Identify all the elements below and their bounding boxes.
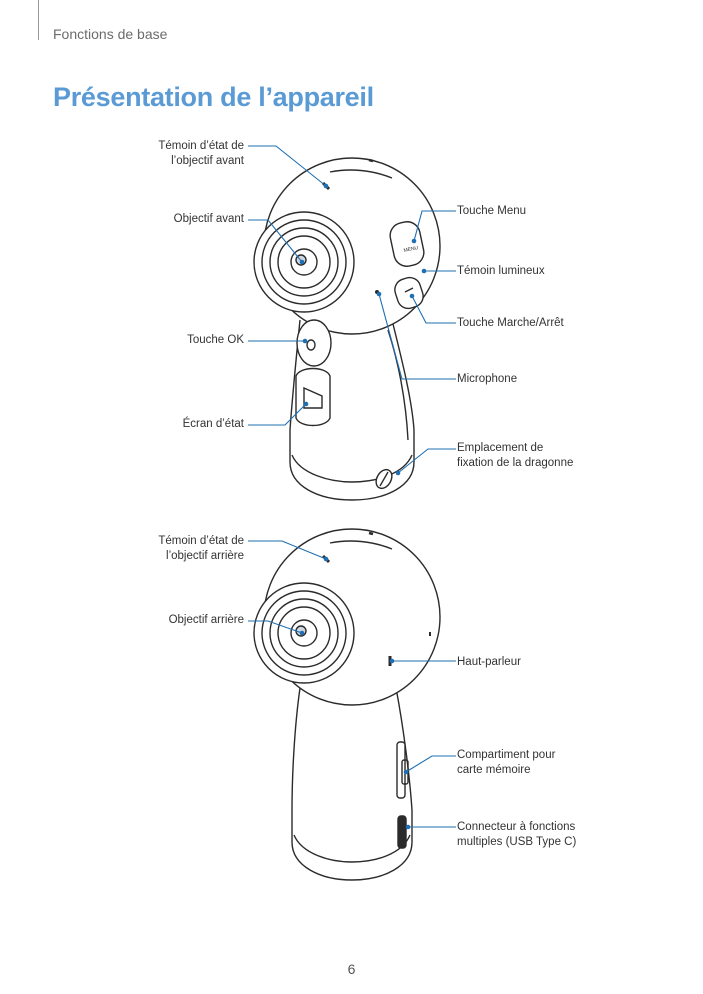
label-front-status-led: Témoin d’état de l’objectif avant xyxy=(158,140,244,167)
front-device-illustration xyxy=(253,157,441,501)
label-indicator-light: Témoin lumineux xyxy=(457,265,545,277)
label-memory-card: Compartiment pour carte mémoire xyxy=(457,749,556,776)
label-power-key: Touche Marche/Arrêt xyxy=(457,317,564,329)
label-speaker: Haut-parleur xyxy=(457,656,521,668)
menu-key-text: MENU xyxy=(403,245,419,254)
label-rear-status-led: Témoin d’état de l’objectif arrière xyxy=(158,535,244,562)
callout-lines xyxy=(248,145,456,828)
page-number: 6 xyxy=(347,961,356,977)
section-name: Fonctions de base xyxy=(53,26,168,42)
label-microphone: Microphone xyxy=(457,373,518,385)
label-status-screen: Écran d’état xyxy=(182,418,244,430)
label-rear-lens: Objectif arrière xyxy=(168,614,244,626)
label-usb-port: Connecteur à fonctions multiples (USB Ty… xyxy=(457,821,577,848)
label-ok-key: Touche OK xyxy=(187,334,244,346)
page-title: Présentation de l’appareil xyxy=(53,82,374,112)
callout-dots xyxy=(299,183,427,830)
label-menu-key: Touche Menu xyxy=(457,205,527,217)
header-rule xyxy=(38,0,39,40)
label-strap-hole: Emplacement de fixation de la dragonne xyxy=(457,442,574,469)
label-front-lens: Objectif avant xyxy=(173,213,244,225)
